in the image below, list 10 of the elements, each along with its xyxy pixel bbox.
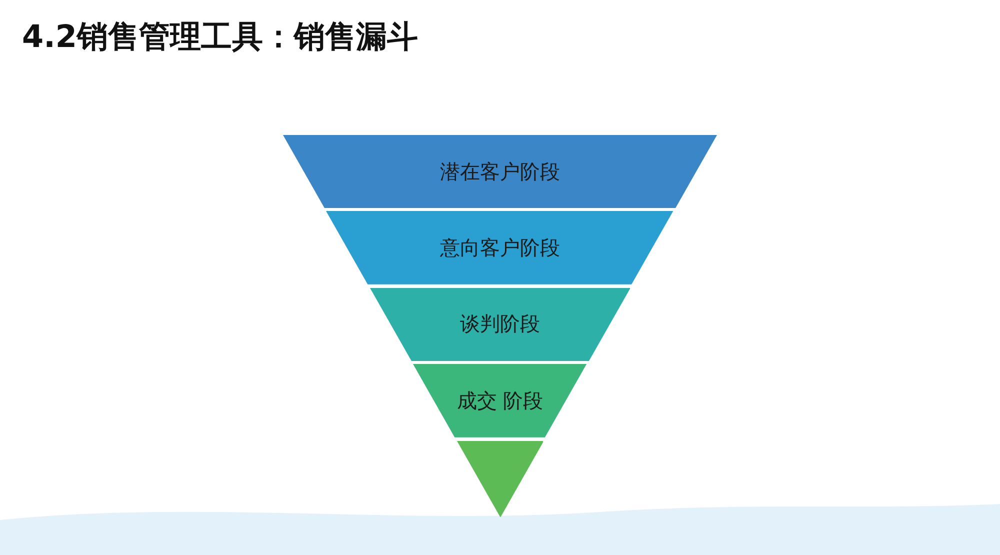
funnel-band <box>283 135 717 208</box>
funnel-band <box>326 211 674 285</box>
slide-title: 4.2销售管理工具：销售漏斗 <box>22 18 418 57</box>
stage-label: 潜在客户阶段 <box>440 158 560 186</box>
stage-label: 谈判阶段 <box>460 310 540 338</box>
funnel-tip <box>456 440 544 517</box>
funnel-band <box>413 364 587 438</box>
funnel-band <box>370 288 630 362</box>
stage-label: 意向客户阶段 <box>440 234 560 262</box>
stage-label: 成交 阶段 <box>456 387 544 414</box>
